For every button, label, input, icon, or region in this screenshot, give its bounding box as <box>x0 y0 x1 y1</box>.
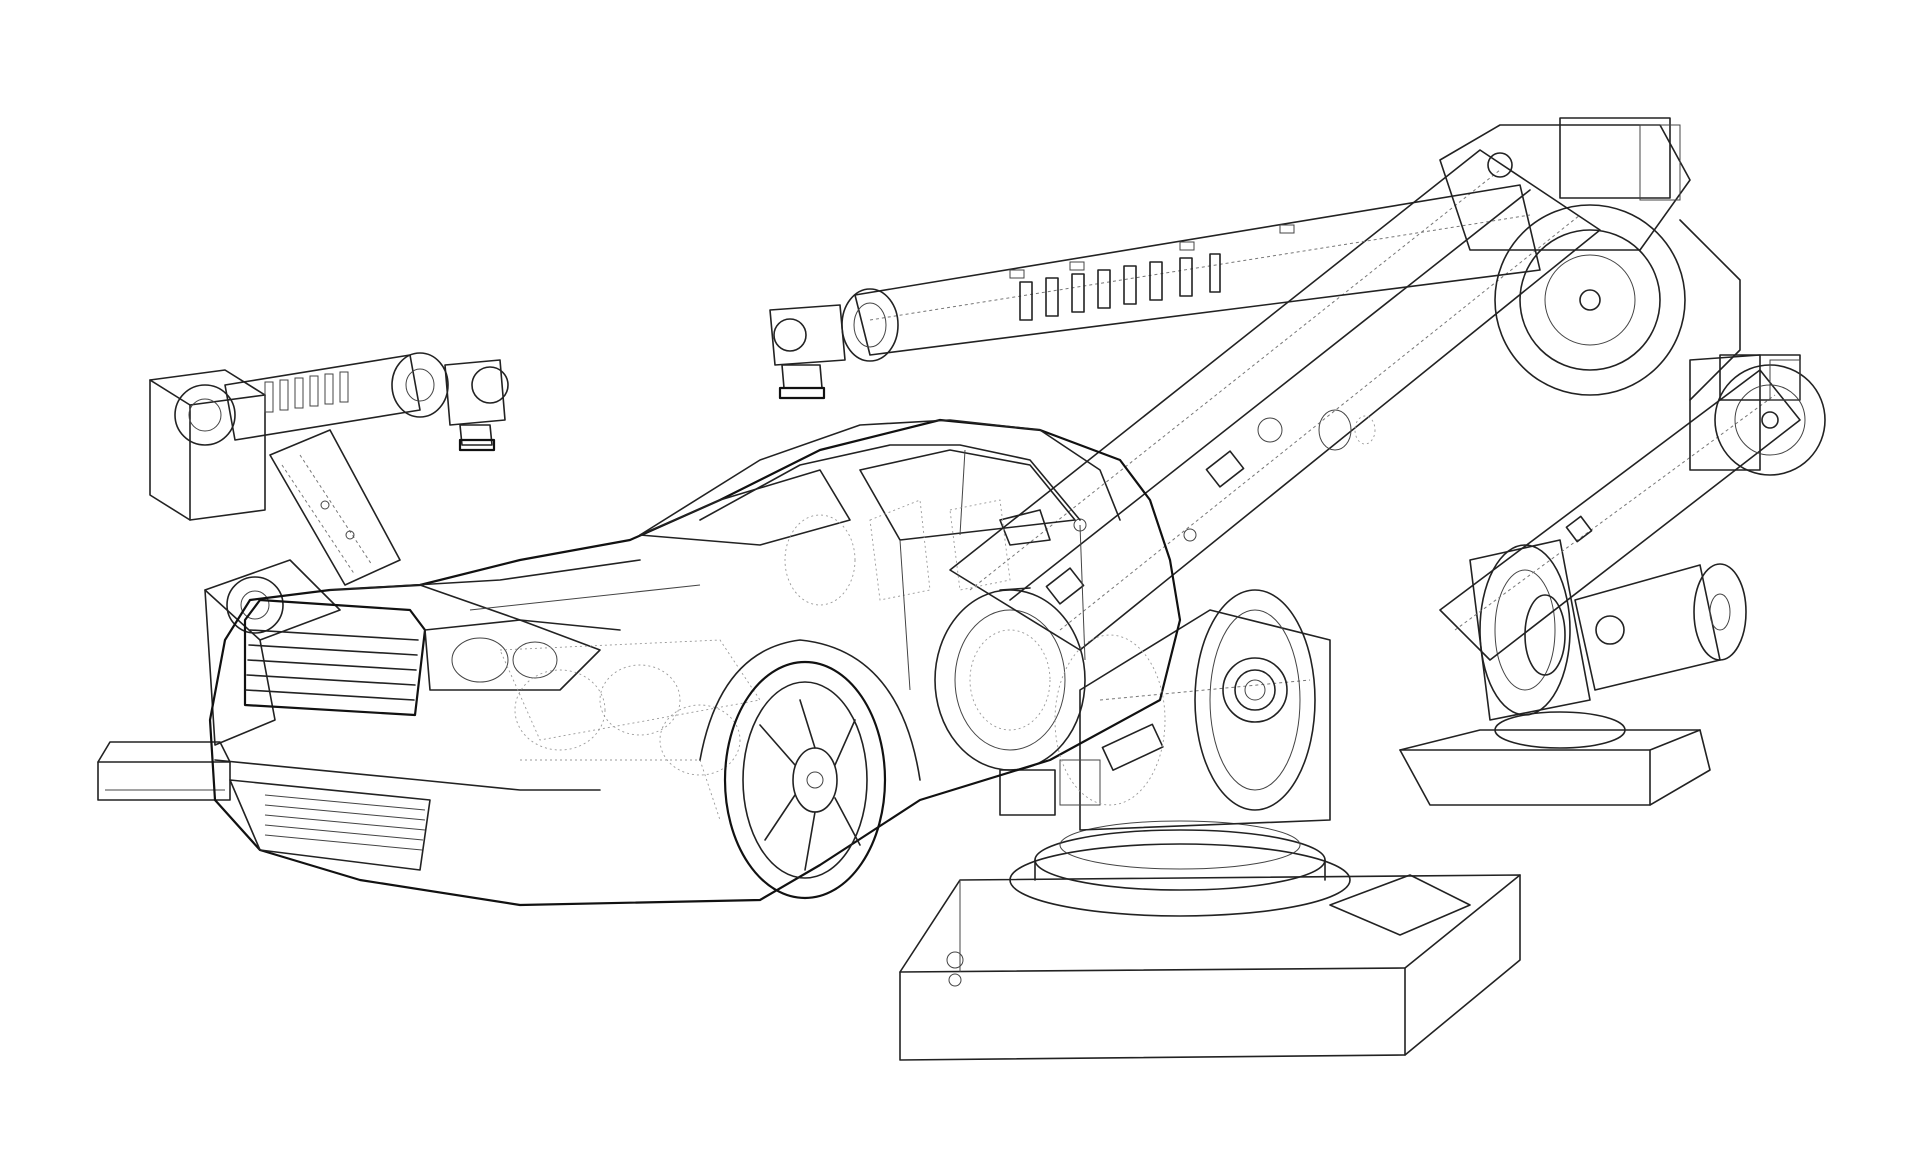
left-robot-arm <box>97 352 509 801</box>
main-robot-arm <box>769 117 1741 1061</box>
right-robot-arm <box>1399 354 1826 806</box>
car <box>208 418 1182 907</box>
